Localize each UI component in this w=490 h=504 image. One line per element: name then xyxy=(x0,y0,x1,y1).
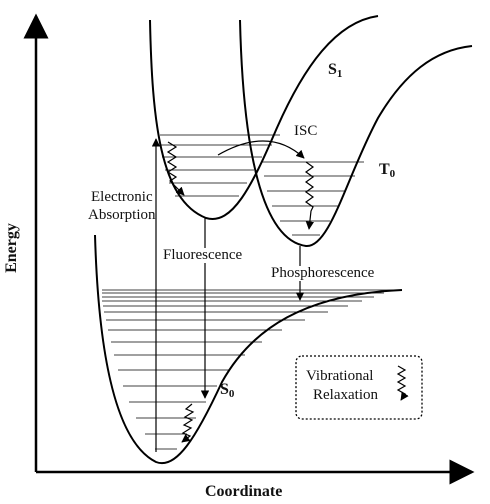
s0-vibrational-levels xyxy=(102,289,394,450)
isc-label: ISC xyxy=(294,123,318,139)
isc-arrow xyxy=(217,140,305,159)
y-axis-label: Energy xyxy=(3,223,20,273)
s0-relaxation-squiggle xyxy=(181,403,195,443)
s1-potential-curve xyxy=(149,15,379,221)
legend-squiggle-icon xyxy=(396,365,409,401)
t0-potential-curve xyxy=(239,19,473,248)
s1-label: S1 xyxy=(328,61,343,80)
s1-relaxation-squiggle xyxy=(166,141,185,196)
absorption-label-line2: Absorption xyxy=(88,207,156,223)
x-axis-label: Coordinate xyxy=(205,483,283,500)
s1-vibrational-levels xyxy=(160,134,280,197)
legend-label-line2: Relaxation xyxy=(313,387,378,403)
absorption-label-line1: Electronic xyxy=(91,189,153,205)
legend-label-line1: Vibrational xyxy=(306,368,374,384)
s0-potential-curve xyxy=(94,234,403,465)
t0-relaxation-squiggle xyxy=(304,161,315,230)
s0-label: S0 xyxy=(220,381,235,400)
fluorescence-label: Fluorescence xyxy=(162,247,244,263)
legend-box xyxy=(295,355,423,420)
t0-vibrational-levels xyxy=(262,161,364,236)
phosphorescence-label: Phosphorescence xyxy=(270,265,376,281)
t0-label: T0 xyxy=(379,161,396,180)
